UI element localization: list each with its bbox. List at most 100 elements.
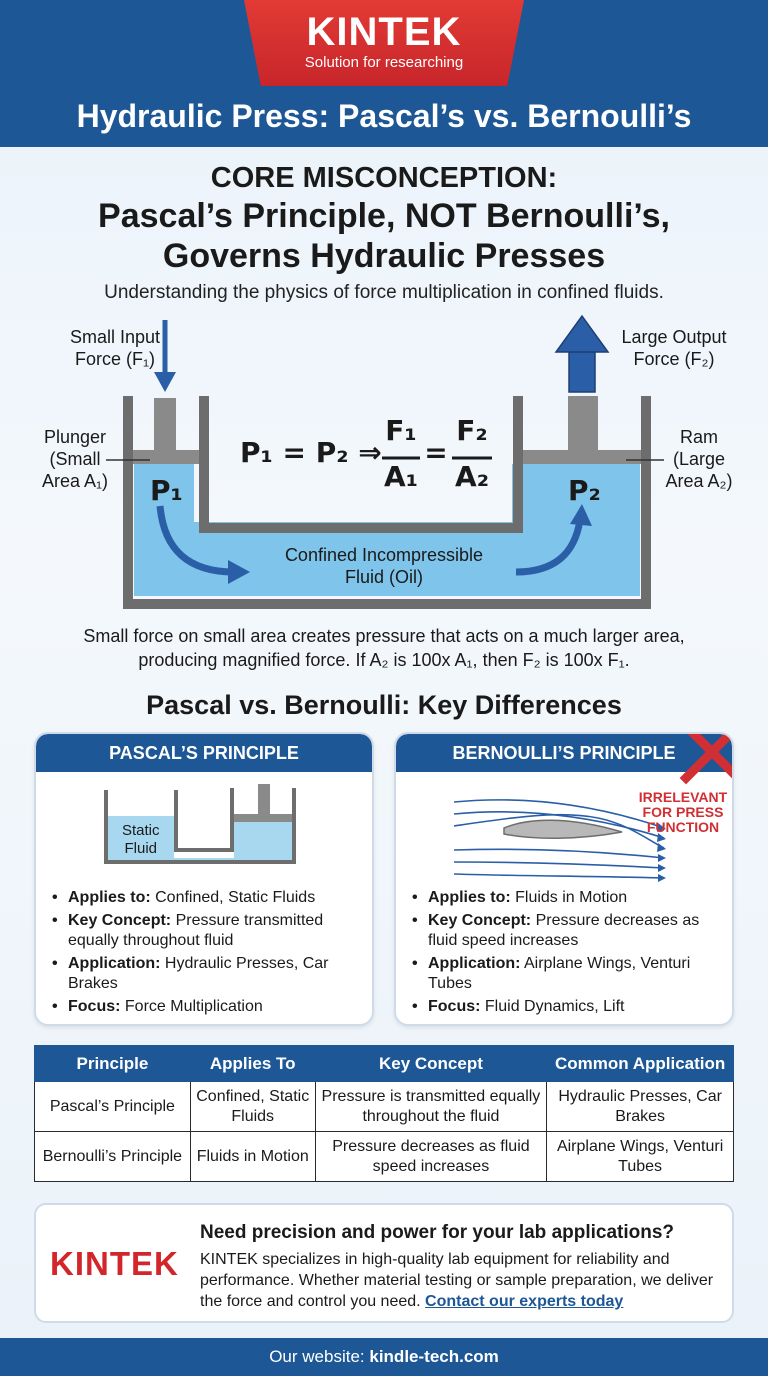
mini-inner-wall (174, 788, 234, 852)
table-header-row: Principle Applies To Key Concept Common … (34, 1045, 734, 1082)
pascal-item-key: Key Concept: (68, 912, 172, 929)
footer-label: Our website: (269, 1347, 365, 1366)
mini-ram-plate (234, 814, 292, 822)
irrelevant-note-line2: FOR PRESS (642, 804, 724, 820)
plunger-label-line3: Area A₁) (41, 471, 109, 491)
table-row: Pascal’s Principle Confined, Static Flui… (34, 1081, 734, 1132)
bernoulli-item-key: Applies to: (428, 889, 511, 906)
ram-rod (568, 396, 598, 450)
plunger-label-line1: Plunger (43, 427, 107, 447)
ram-label: Ram (Large Area A₂) (654, 426, 744, 492)
logo-text: KINTEK (306, 10, 462, 54)
output-arrow-head (554, 314, 610, 353)
formula-lhs: P₁ = P₂ ⇒ (240, 436, 382, 469)
table-cell: Airplane Wings, Venturi Tubes (546, 1131, 734, 1182)
pascal-list-item: Focus: Force Multiplication (52, 997, 360, 1017)
cta-box: KINTEK Need precision and power for your… (34, 1203, 734, 1323)
static-fluid-label: Static Fluid (122, 822, 160, 858)
flow-arrow-left-head (228, 560, 250, 584)
ram-plate (523, 450, 641, 464)
bernoulli-list-item: Applies to: Fluids in Motion (412, 888, 720, 908)
ram-label-line3: Area A₂) (665, 471, 733, 491)
explanation-line2: producing magnified force. If A₂ is 100x… (138, 650, 630, 670)
pascal-list-item: Key Concept: Pressure transmitted equall… (52, 911, 360, 951)
input-force-label-line2: Force (F₁) (74, 349, 156, 369)
bernoulli-item-key: Key Concept: (428, 912, 532, 929)
irrelevant-note-line3: FUNCTION (646, 819, 720, 835)
bernoulli-list-item: Focus: Fluid Dynamics, Lift (412, 997, 720, 1017)
static-fluid-label-line2: Fluid (124, 840, 158, 857)
pascal-item-key: Application: (68, 955, 161, 972)
bernoulli-item-key: Application: (428, 955, 521, 972)
bernoulli-list: Applies to: Fluids in Motion Key Concept… (412, 888, 720, 1020)
formula-a2: A₂ (455, 460, 489, 493)
footer-bar: Our website: kindle-tech.com (0, 1338, 768, 1376)
pressure-p1-label: P₁ (150, 474, 183, 507)
diagram-explanation: Small force on small area creates pressu… (30, 624, 738, 672)
bernoulli-list-item: Application: Airplane Wings, Venturi Tub… (412, 954, 720, 994)
core-heading-line2: Pascal’s Principle, NOT Bernoulli’s, (98, 197, 670, 235)
hydraulic-press-diagram (106, 314, 664, 609)
pascal-item-key: Applies to: (68, 889, 151, 906)
explanation-line1: Small force on small area creates pressu… (83, 626, 685, 646)
formula-f2: F₂ (456, 414, 488, 447)
core-heading-line3: Governs Hydraulic Presses (162, 237, 606, 275)
cta-title: Need precision and power for your lab ap… (200, 1222, 675, 1243)
plunger-label: Plunger (Small Area A₁) (30, 426, 120, 492)
pressure-p2-label: P₂ (568, 474, 601, 507)
output-arrow-shaft (568, 349, 596, 393)
streamline (453, 861, 665, 869)
ram-label-line1: Ram (679, 427, 718, 447)
airfoil-streamlines-diagram (453, 799, 666, 882)
table-header-cell: Common Application (546, 1045, 734, 1082)
website-link[interactable]: kindle-tech.com (369, 1347, 499, 1366)
mini-fluid (108, 816, 292, 860)
flow-arrow-right-head (570, 504, 592, 526)
table-header-cell: Key Concept (314, 1045, 548, 1082)
logo-tagline: Solution for researching (304, 54, 464, 71)
table-header-cell: Applies To (189, 1045, 316, 1082)
irrelevant-note-line1: IRRELEVANT (638, 789, 728, 805)
ram-label-line2: (Large (672, 449, 726, 469)
streamline (453, 799, 665, 829)
core-subtitle: Understanding the physics of force multi… (104, 282, 664, 303)
plunger-rod (154, 398, 176, 450)
table-cell: Hydraulic Presses, Car Brakes (546, 1081, 734, 1132)
flow-arrow-left (156, 505, 235, 576)
container-inner-wall (199, 396, 523, 533)
streamline-arrowheads (657, 823, 666, 882)
table-cell: Bernoulli’s Principle (34, 1131, 191, 1182)
flow-arrow-right (515, 519, 584, 576)
bernoulli-item-value: Fluid Dynamics, Lift (484, 998, 625, 1015)
plunger-label-line2: (Small (49, 449, 101, 469)
bernoulli-item-key: Focus: (428, 998, 481, 1015)
plunger-plate (133, 450, 199, 464)
pascal-item-value: Force Multiplication (124, 998, 263, 1015)
airfoil-shape (503, 819, 623, 840)
bernoulli-list-item: Key Concept: Pressure decreases as fluid… (412, 911, 720, 951)
cta-body-text: KINTEK specializes in high-quality lab e… (200, 1251, 714, 1310)
pascal-card: PASCAL’S PRINCIPLE Static Fluid Applies … (34, 732, 374, 1026)
mini-outer-wall (104, 788, 296, 864)
output-force-label: Large Output Force (F₂) (604, 326, 744, 370)
streamlines (453, 799, 665, 879)
static-fluid-label-line1: Static (122, 822, 160, 839)
input-force-label-line1: Small Input (69, 327, 161, 347)
table-header-cell: Principle (34, 1045, 191, 1082)
contact-experts-link[interactable]: Contact our experts today (425, 1293, 624, 1310)
table-cell: Confined, Static Fluids (189, 1081, 316, 1132)
streamline (453, 873, 665, 879)
fluid-label: Confined Incompressible Fluid (Oil) (254, 544, 514, 588)
formula-equals: = (424, 436, 448, 469)
cta-body: KINTEK specializes in high-quality lab e… (200, 1249, 730, 1312)
container-outer-wall (123, 396, 651, 609)
pascal-item-value: Hydraulic Presses, Car Brakes (68, 955, 329, 992)
output-force-label-line1: Large Output (621, 327, 727, 347)
input-force-label: Small Input Force (F₁) (40, 326, 190, 370)
pascal-item-key: Focus: (68, 998, 121, 1015)
bernoulli-card: BERNOULLI’S PRINCIPLE IRRELEVANT FOR PRE… (394, 732, 734, 1026)
comparison-table: Principle Applies To Key Concept Common … (34, 1045, 734, 1182)
pascal-card-header: PASCAL’S PRINCIPLE (36, 734, 372, 772)
streamline (453, 813, 665, 849)
table-row: Bernoulli’s Principle Fluids in Motion P… (34, 1131, 734, 1182)
